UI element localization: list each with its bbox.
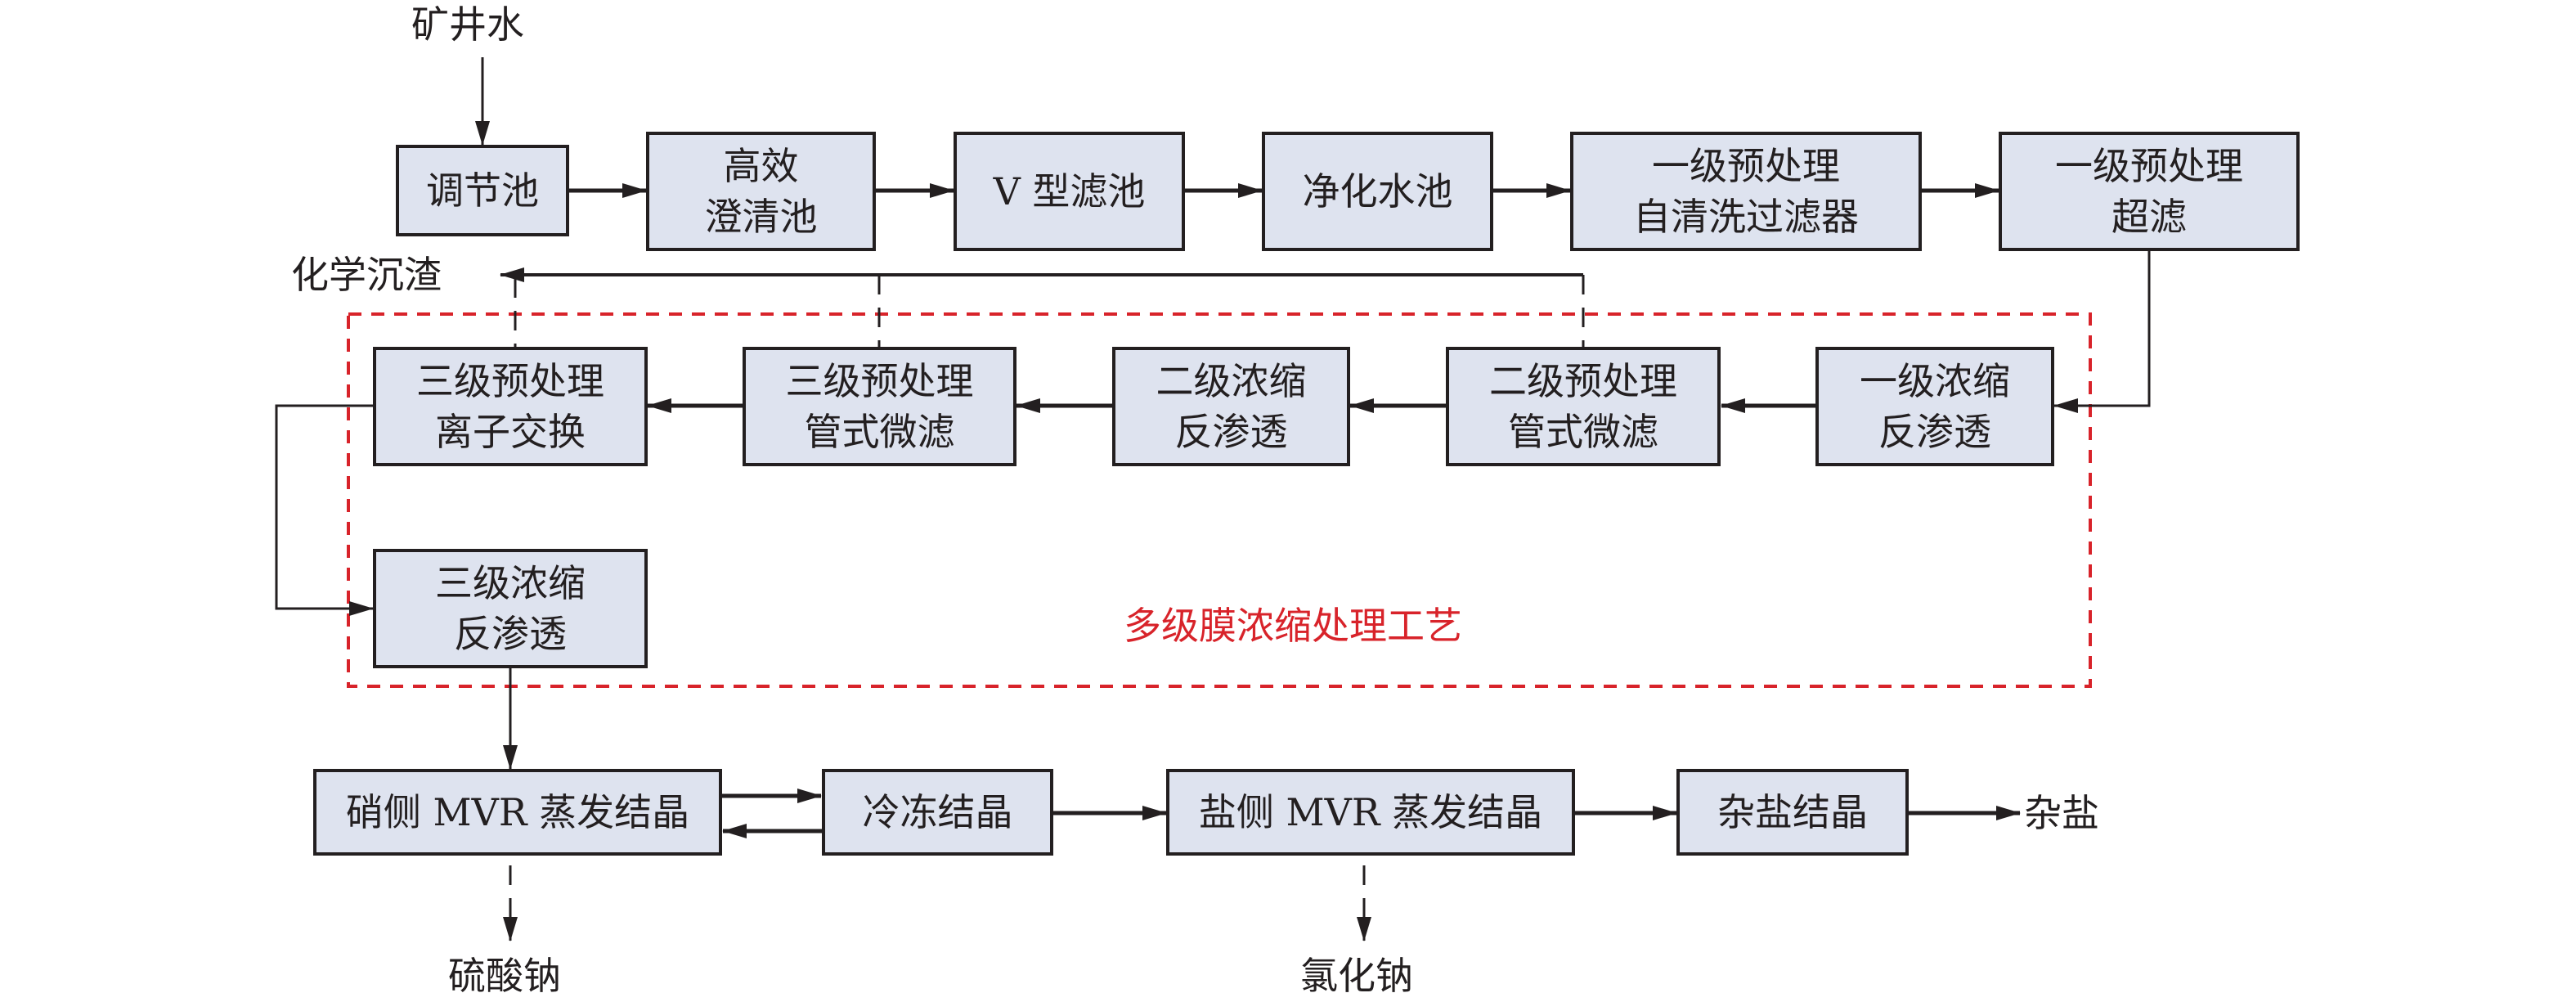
sodium-chloride-label: 氯化钠 <box>1300 954 1413 998</box>
node-label: 冷冻结晶 <box>862 790 1013 834</box>
node-label: 净化水池 <box>1302 169 1453 213</box>
node-label: 管式微滤 <box>1508 410 1658 454</box>
node-conc2-ro: 二级浓缩 反渗透 <box>1112 347 1350 466</box>
node-conc3-ro: 三级浓缩 反渗透 <box>373 549 648 668</box>
node-label: 二级预处理 <box>1489 359 1677 403</box>
node-pre1-ultrafiltration: 一级预处理 超滤 <box>1999 132 2300 251</box>
node-freeze-crystal: 冷冻结晶 <box>822 769 1053 856</box>
node-label: 反渗透 <box>1174 410 1288 454</box>
membrane-group-label: 多级膜浓缩处理工艺 <box>1124 604 1462 648</box>
node-label: 三级预处理 <box>785 359 974 403</box>
membrane-group-frame <box>347 312 2092 688</box>
mine-water-label: 矿井水 <box>411 2 524 47</box>
node-label: 杂盐结晶 <box>1717 790 1868 834</box>
edge-ionex-to-conc3 <box>275 404 374 616</box>
sodium-sulfate-label: 硫酸钠 <box>448 954 561 998</box>
node-label: 调节池 <box>426 168 539 213</box>
node-salt-mvr: 盐侧 MVR 蒸发结晶 <box>1166 769 1575 856</box>
node-pre2-tubular-mf: 二级预处理 管式微滤 <box>1446 347 1721 466</box>
node-mixed-salt-crystal: 杂盐结晶 <box>1676 769 1909 856</box>
node-label: 一级预处理 <box>2055 144 2243 188</box>
node-label: 管式微滤 <box>804 410 955 454</box>
node-label: 一级预处理 <box>1652 144 1840 188</box>
mixed-salt-label: 杂盐 <box>2024 791 2099 835</box>
node-pre1-self-cleaning: 一级预处理 自清洗过滤器 <box>1570 132 1922 251</box>
node-conc1-ro: 一级浓缩 反渗透 <box>1815 347 2054 466</box>
node-label: 三级预处理 <box>416 359 604 403</box>
node-label: 高效 <box>723 144 799 188</box>
node-pre3-ion-exchange: 三级预处理 离子交换 <box>373 347 648 466</box>
node-label: 超滤 <box>2112 195 2187 239</box>
edge-pre1uf-to-conc1 <box>2053 251 2151 413</box>
node-label: V 型滤池 <box>993 169 1146 213</box>
node-clean-water-tank: 净化水池 <box>1262 132 1493 251</box>
node-nitrate-mvr: 硝侧 MVR 蒸发结晶 <box>313 769 722 856</box>
node-label: 澄清池 <box>704 195 818 239</box>
node-label: 二级浓缩 <box>1156 359 1307 403</box>
node-label: 离子交换 <box>435 410 586 454</box>
node-label: 硝侧 MVR 蒸发结晶 <box>345 790 690 834</box>
node-label: 盐侧 MVR 蒸发结晶 <box>1198 790 1543 834</box>
node-clarifier: 高效 澄清池 <box>646 132 876 251</box>
node-regulating-tank: 调节池 <box>396 145 569 236</box>
node-v-filter: V 型滤池 <box>954 132 1185 251</box>
node-label: 反渗透 <box>1878 410 1991 454</box>
node-label: 反渗透 <box>454 612 567 656</box>
node-label: 三级浓缩 <box>435 561 586 605</box>
node-pre3-tubular-mf: 三级预处理 管式微滤 <box>743 347 1016 466</box>
chemical-sludge-label: 化学沉渣 <box>291 253 442 297</box>
node-label: 一级浓缩 <box>1860 359 2010 403</box>
node-label: 自清洗过滤器 <box>1633 195 1859 239</box>
